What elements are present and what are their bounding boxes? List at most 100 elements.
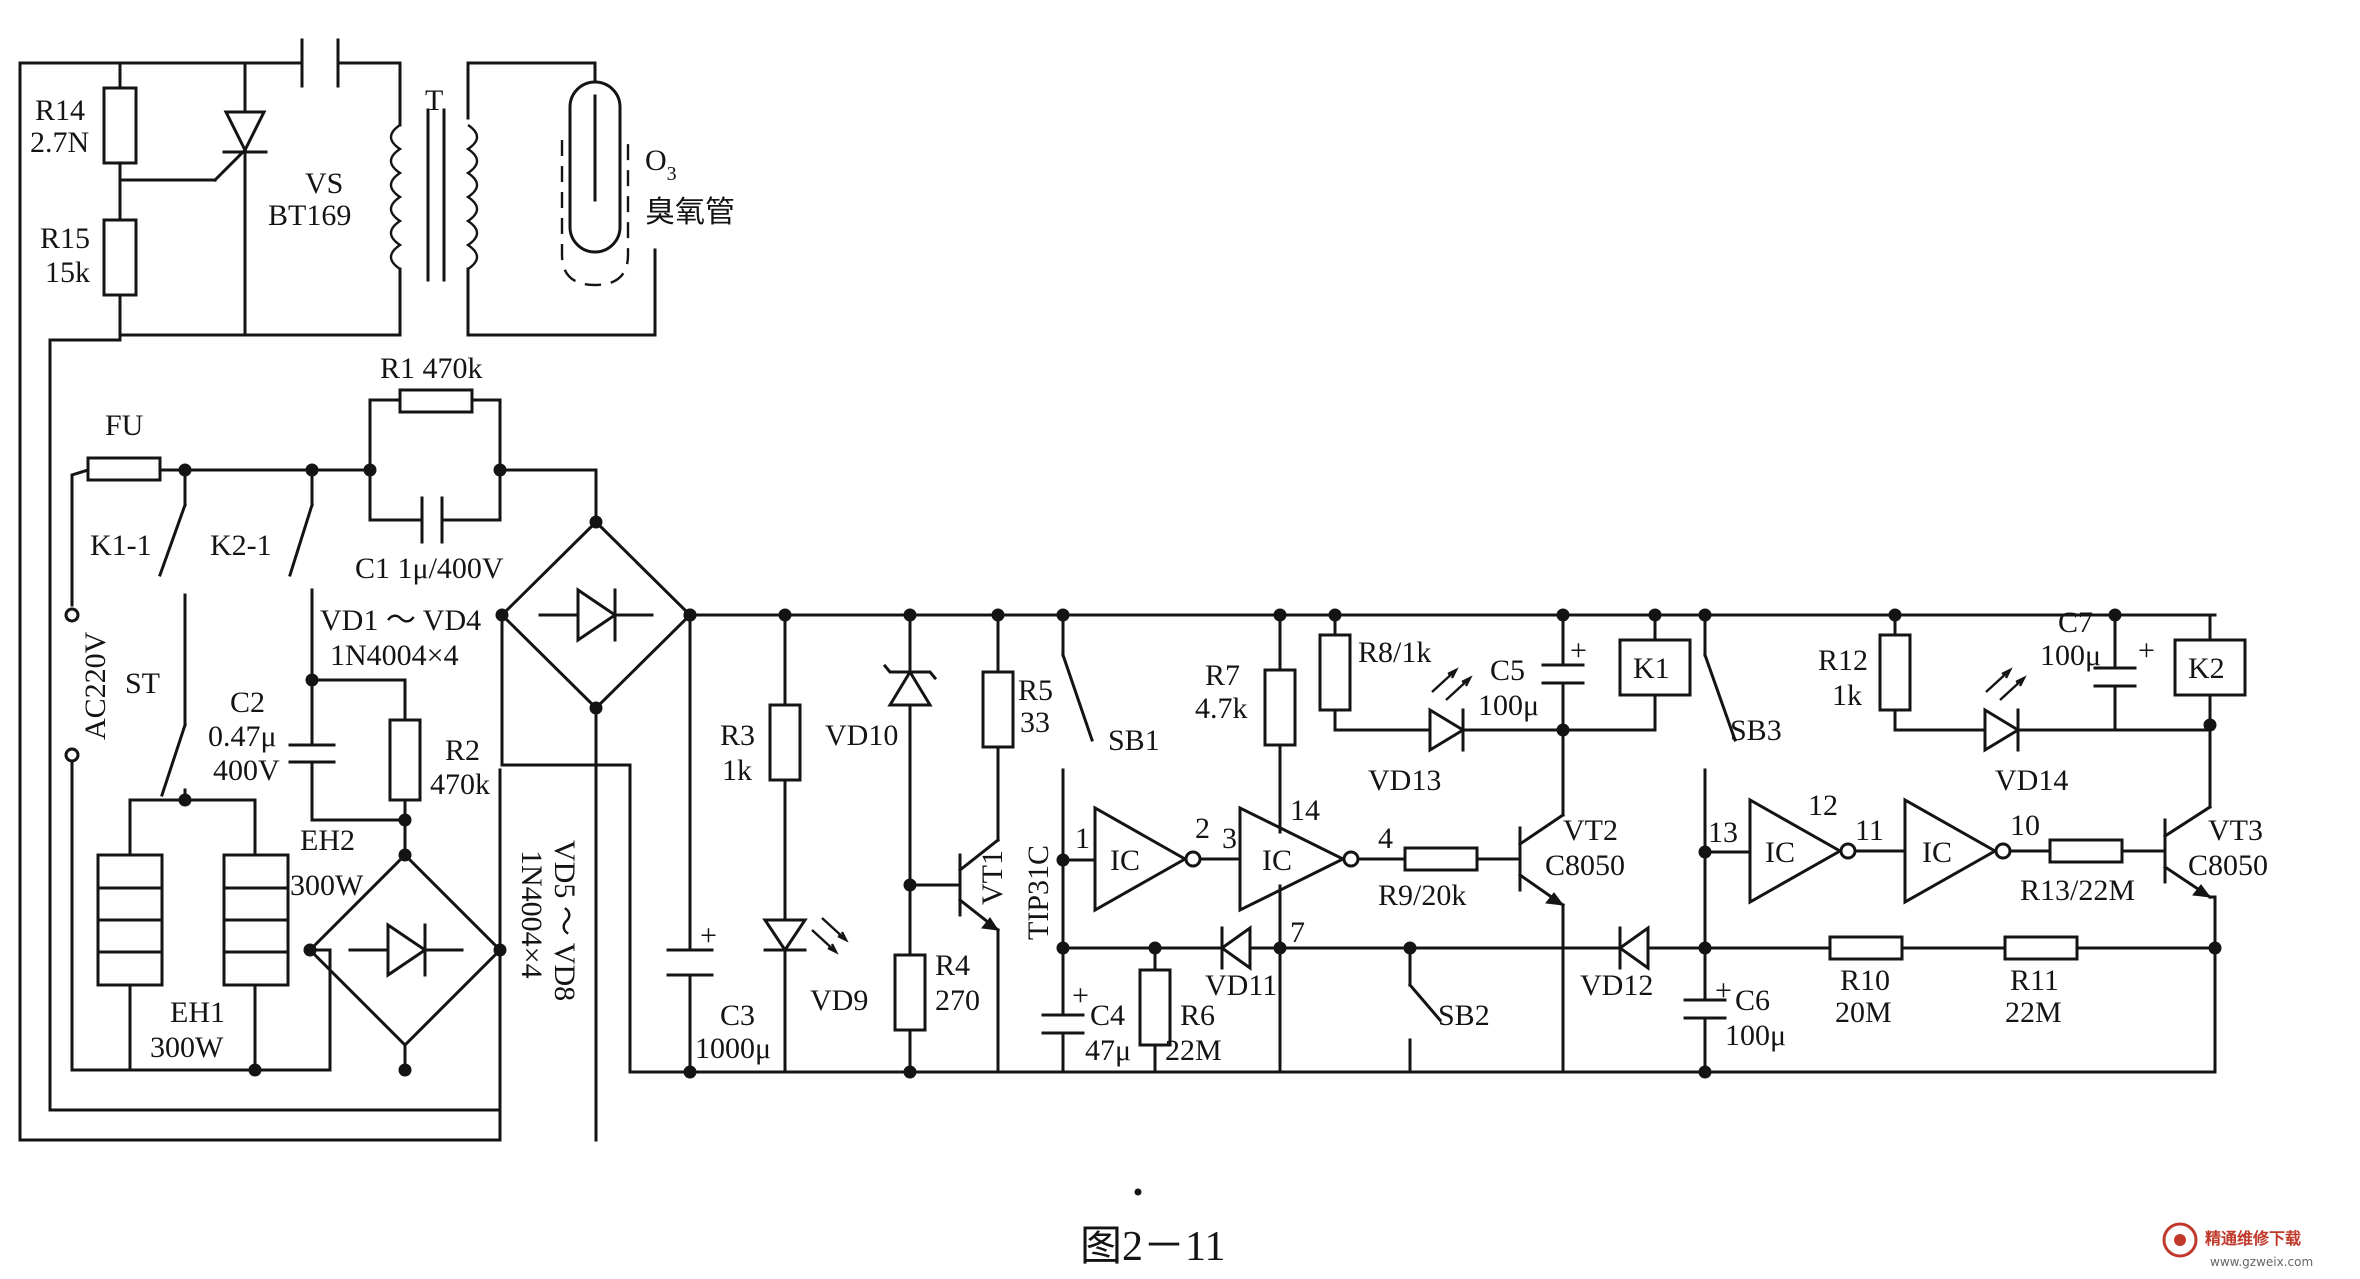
label-fu: FU xyxy=(105,409,144,442)
label-vt3-value: C8050 xyxy=(2188,849,2268,882)
ic-labels: IC IC IC IC 1 2 3 14 4 7 13 12 11 10 xyxy=(1075,789,2040,949)
label-r7-value: 4.7k xyxy=(1195,692,1248,725)
bridge-rectifier-vd1-vd4 xyxy=(499,519,693,711)
label-r14-value: 2.7N xyxy=(30,126,89,159)
resistor-r15 xyxy=(102,218,138,297)
switch-k1-1 xyxy=(158,468,187,727)
label-r15-value: 15k xyxy=(45,256,90,289)
label-vt2-value: C8050 xyxy=(1545,849,1625,882)
label-vd1-vd4-value: 1N4004×4 xyxy=(330,639,459,672)
label-c6-value: 100μ xyxy=(1725,1019,1786,1052)
ic-label-3: IC xyxy=(1765,836,1795,869)
zener-vd10 xyxy=(882,663,938,707)
label-r13: R13/22M xyxy=(2020,874,2135,907)
label-r2-value: 470k xyxy=(430,768,490,801)
label-vd5-vd8-ref: VD5 ～ VD8 xyxy=(548,840,581,1001)
ac-terminal-top xyxy=(64,607,80,623)
capacitor-c3 xyxy=(666,948,714,977)
transistor-vt3 xyxy=(2162,804,2213,900)
label-r10-value: 20M xyxy=(1835,996,1892,1029)
label-vd12: VD12 xyxy=(1580,969,1653,1002)
ac-terminal-bottom xyxy=(64,747,80,763)
label-o3-ref: O3 xyxy=(645,144,677,185)
switch-st xyxy=(160,723,187,802)
heater-eh1 xyxy=(96,853,164,987)
label-r12-ref: R12 xyxy=(1818,644,1868,677)
label-k2: K2 xyxy=(2188,652,2225,685)
resistor-r5 xyxy=(981,670,1015,749)
label-r9: R9/20k xyxy=(1378,879,1466,912)
label-c7-ref: C7 xyxy=(2058,606,2093,639)
label-vd13: VD13 xyxy=(1368,764,1441,797)
label-c6-plus: + xyxy=(1715,974,1732,1007)
ic-inverter-3 xyxy=(1748,797,1857,905)
switch-sb2 xyxy=(1407,982,1443,1023)
diode-vd12 xyxy=(1617,925,1650,971)
label-c4-ref: C4 xyxy=(1090,999,1125,1032)
label-vt3-ref: VT3 xyxy=(2208,814,2263,847)
power-input-section xyxy=(64,388,697,1142)
label-c4-plus: + xyxy=(1072,979,1089,1012)
label-vd10: VD10 xyxy=(825,719,898,752)
label-c4-value: 47μ xyxy=(1085,1034,1131,1067)
label-eh1-value: 300W xyxy=(150,1031,224,1064)
label-r14-ref: R14 xyxy=(35,94,85,127)
resistor-r4 xyxy=(893,953,927,1032)
pin-13: 13 xyxy=(1708,816,1738,849)
resistor-r13 xyxy=(2048,838,2124,864)
resistor-r10 xyxy=(1828,935,1904,961)
label-c3-value: 1000μ xyxy=(695,1032,771,1065)
label-r7-ref: R7 xyxy=(1205,659,1240,692)
led-vd14 xyxy=(1983,667,2027,753)
label-vd1-vd4-ref: VD1 ～ VD4 xyxy=(320,604,481,637)
label-c2-value2: 400V xyxy=(213,754,280,787)
pin-11: 11 xyxy=(1855,814,1884,847)
led-vd13 xyxy=(1428,667,1473,753)
label-c2-value1: 0.47μ xyxy=(208,720,277,753)
label-r2-ref: R2 xyxy=(445,734,480,767)
resistor-r14 xyxy=(102,86,138,165)
label-r3-value: 1k xyxy=(722,754,752,787)
label-c2-ref: C2 xyxy=(230,686,265,719)
watermark-name: 精通维修下载 xyxy=(2205,1229,2301,1248)
ic-inverter-4 xyxy=(1903,797,2012,905)
watermark-logo xyxy=(2162,1222,2198,1258)
label-k1: K1 xyxy=(1633,652,1670,685)
caption-dot xyxy=(1134,1188,1142,1196)
label-vt2-ref: VT2 xyxy=(1563,814,1618,847)
label-r6-ref: R6 xyxy=(1180,999,1215,1032)
dc-rails xyxy=(683,608,2217,1079)
ic-label-2: IC xyxy=(1262,844,1292,877)
ozone-generator-section xyxy=(18,38,657,1142)
label-st: ST xyxy=(125,667,160,700)
label-vd5-vd8-value: 1N4004×4 xyxy=(515,850,548,979)
label-c1: C1 1μ/400V xyxy=(355,552,504,585)
led-vd9 xyxy=(762,917,849,955)
label-r1: R1 470k xyxy=(380,352,483,385)
diode-vd11 xyxy=(1219,925,1252,971)
label-eh2-value: 300W xyxy=(290,869,364,902)
label-c5-plus: + xyxy=(1570,634,1587,667)
pin-12: 12 xyxy=(1808,789,1838,822)
label-r11-ref: R11 xyxy=(2010,964,2059,997)
label-vs-value: BT169 xyxy=(268,199,351,232)
transformer-t xyxy=(389,61,657,337)
label-vd9: VD9 xyxy=(810,984,868,1017)
label-r12-value: 1k xyxy=(1832,679,1862,712)
resistor-r3 xyxy=(768,703,802,782)
label-r5-value: 33 xyxy=(1020,706,1050,739)
ic-label-4: IC xyxy=(1922,836,1952,869)
component-labels: R14 2.7N R15 15k VS BT169 T O3 臭氧管 R1 47… xyxy=(30,84,2268,1067)
pin-7: 7 xyxy=(1290,916,1305,949)
label-r3-ref: R3 xyxy=(720,719,755,752)
pin-4: 4 xyxy=(1378,822,1393,855)
top-capacitor xyxy=(300,38,340,88)
pin-2: 2 xyxy=(1195,812,1210,845)
label-k1-1: K1-1 xyxy=(90,529,152,562)
watermark-url: www.gzweix.com xyxy=(2210,1255,2313,1269)
label-k2-1: K2-1 xyxy=(210,529,272,562)
label-eh2-ref: EH2 xyxy=(300,824,355,857)
ic-inverter-2 xyxy=(1238,805,1360,913)
label-sb1: SB1 xyxy=(1108,724,1160,757)
pin-10: 10 xyxy=(2010,809,2040,842)
